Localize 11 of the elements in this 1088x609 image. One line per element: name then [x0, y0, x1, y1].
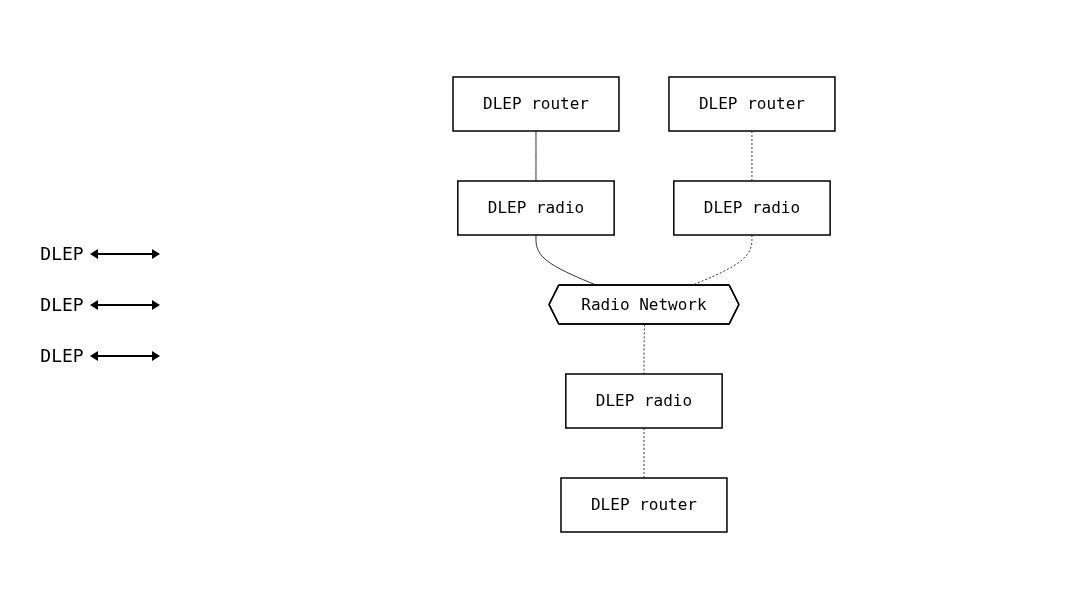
node-box: DLEP router [452, 76, 620, 132]
node-box: DLEP router [560, 477, 728, 533]
node-box: DLEP radio [565, 373, 723, 429]
span-label: DLEP [40, 243, 84, 264]
node-box: DLEP radio [457, 180, 615, 236]
connector [535, 130, 537, 182]
node-box: DLEP router [668, 76, 836, 132]
span-label: DLEP [40, 345, 84, 366]
connector [643, 324, 645, 375]
span-label: DLEP [40, 294, 84, 315]
node-box: DLEP radio [673, 180, 831, 236]
